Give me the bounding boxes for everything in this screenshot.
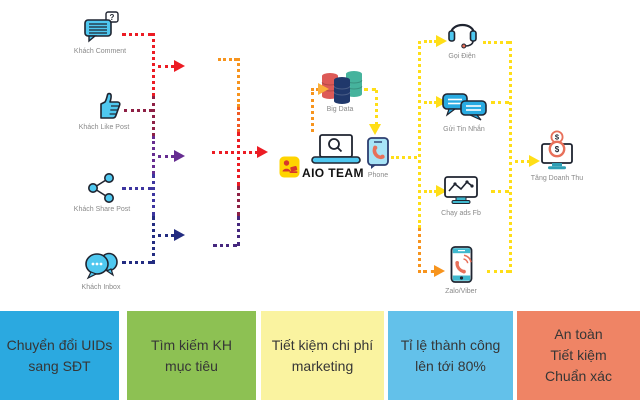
edge-comment-feeder (122, 33, 152, 36)
trunk1-arrowhead (174, 229, 185, 241)
source-label-share: Khách Share Post (73, 206, 131, 213)
edge-bigdata-to-phone-arrowhead (369, 124, 381, 135)
thumbs-up-icon (90, 88, 124, 127)
trunk2-segment (237, 58, 240, 107)
benefit-box-success: Tỉ lệ thành công lên tới 80% (388, 311, 513, 400)
team-title: AIO TEAM (302, 166, 364, 180)
headset-icon (446, 15, 479, 54)
channel-arrowhead (436, 35, 447, 47)
channel-trunk-segment (418, 41, 421, 228)
channel-label-call: Gọi Điện (448, 53, 476, 60)
trunk1-arrowhead (174, 60, 185, 72)
benefit-line: lên tới 80% (415, 357, 486, 374)
trunk1-segment (152, 174, 155, 216)
channel-arrowhead (436, 185, 447, 197)
trunk1-segment (152, 136, 155, 174)
source-label-like: Khách Like Post (78, 124, 130, 131)
edge-bigdata-to-phone (375, 90, 378, 125)
channel-arrow-line (424, 101, 437, 104)
trunk2-segment (237, 186, 240, 216)
ads-chart-icon (443, 175, 479, 210)
trunk1-segment (152, 96, 155, 136)
benefit-line: sang SĐT (28, 357, 91, 374)
trunk1-arrow-line (158, 65, 174, 68)
bigdata-label: Big Data (326, 106, 354, 113)
trunk2-segment (237, 107, 240, 132)
channel-arrow-line (424, 40, 437, 43)
benefit-box-target: Tìm kiếm KH mục tiêu (127, 311, 256, 400)
channel-trunk-segment (418, 228, 421, 273)
chat-bubbles-icon (84, 250, 118, 285)
collector-trunk (509, 41, 512, 273)
phone-label: Phone (367, 172, 389, 179)
benefit-line: Tiết kiệm chi phí (271, 336, 374, 353)
edge-team-to-bigdata (311, 88, 319, 91)
outcome-label: Tăng Doanh Thu (530, 175, 584, 182)
edge-to-outcome-arrowhead (529, 155, 540, 167)
laptop-search-icon (310, 133, 362, 170)
messages-icon (441, 91, 488, 127)
edge-team-to-bigdata (311, 92, 314, 132)
channel-arrow-line (424, 190, 437, 193)
analyst-badge-icon (279, 156, 300, 183)
channel-arrowhead (434, 265, 445, 277)
share-icon (87, 172, 117, 209)
channel-return-line (483, 41, 509, 44)
benefit-line: Chuyển đổi UIDs (6, 336, 113, 353)
benefit-line: An toàn (554, 326, 603, 342)
benefit-line: mục tiêu (165, 357, 218, 374)
channel-label-zalo: Zalo/Viber (445, 288, 477, 295)
revenue-monitor-icon: $ $ (539, 130, 575, 177)
channel-label-sms: Gửi Tin Nhắn (443, 126, 485, 133)
svg-text:?: ? (110, 13, 115, 22)
benefit-line: Chuẩn xác (545, 368, 612, 384)
trunk1-arrow-line (158, 155, 174, 158)
trunk1-arrowhead (174, 150, 185, 162)
source-label-inbox: Khách Inbox (81, 284, 121, 291)
channel-return-line (491, 190, 509, 193)
benefit-box-cost: Tiết kiệm chi phí marketing (261, 311, 384, 400)
benefit-line: Tìm kiếm KH (151, 336, 232, 353)
edge-inbox-feeder (122, 261, 152, 264)
channel-arrow-line (423, 270, 435, 273)
source-label-comment: Khách Comment (73, 48, 127, 55)
svg-text:$: $ (555, 145, 560, 154)
trunk1-segment (152, 216, 155, 264)
edge-share-feeder (122, 187, 152, 190)
edge-like-feeder (124, 109, 152, 112)
edge-team-to-bigdata-arrowhead (318, 83, 329, 95)
trunk1-arrow-line (158, 234, 174, 237)
trunk2-segment (237, 132, 240, 186)
phone-call-icon (449, 245, 474, 289)
benefit-line: marketing (291, 357, 354, 374)
trunk1-segment (152, 33, 155, 96)
trunk2-top-line (218, 58, 237, 61)
edge-phone-to-channels (391, 156, 417, 159)
svg-text:$: $ (555, 133, 560, 142)
benefit-box-uids: Chuyển đổi UIDs sang SĐT (0, 311, 119, 400)
edge-to-outcome-line (515, 160, 530, 163)
benefit-line: Tiết kiệm (550, 347, 607, 363)
phone-contact-icon (366, 136, 390, 175)
channel-return-line (491, 101, 509, 104)
edge-to-team-line (212, 151, 258, 154)
comment-question-icon: ? (82, 10, 120, 53)
channel-label-ads: Chạy ads Fb (441, 210, 481, 217)
edge-to-team-arrowhead (257, 146, 268, 158)
channel-arrowhead (436, 96, 447, 108)
channel-return-line (487, 270, 509, 273)
edge-bigdata-to-phone (364, 88, 376, 91)
trunk2-segment (237, 216, 240, 246)
trunk2-bottom-line (213, 244, 237, 247)
benefit-line: Tỉ lệ thành công (400, 336, 501, 353)
